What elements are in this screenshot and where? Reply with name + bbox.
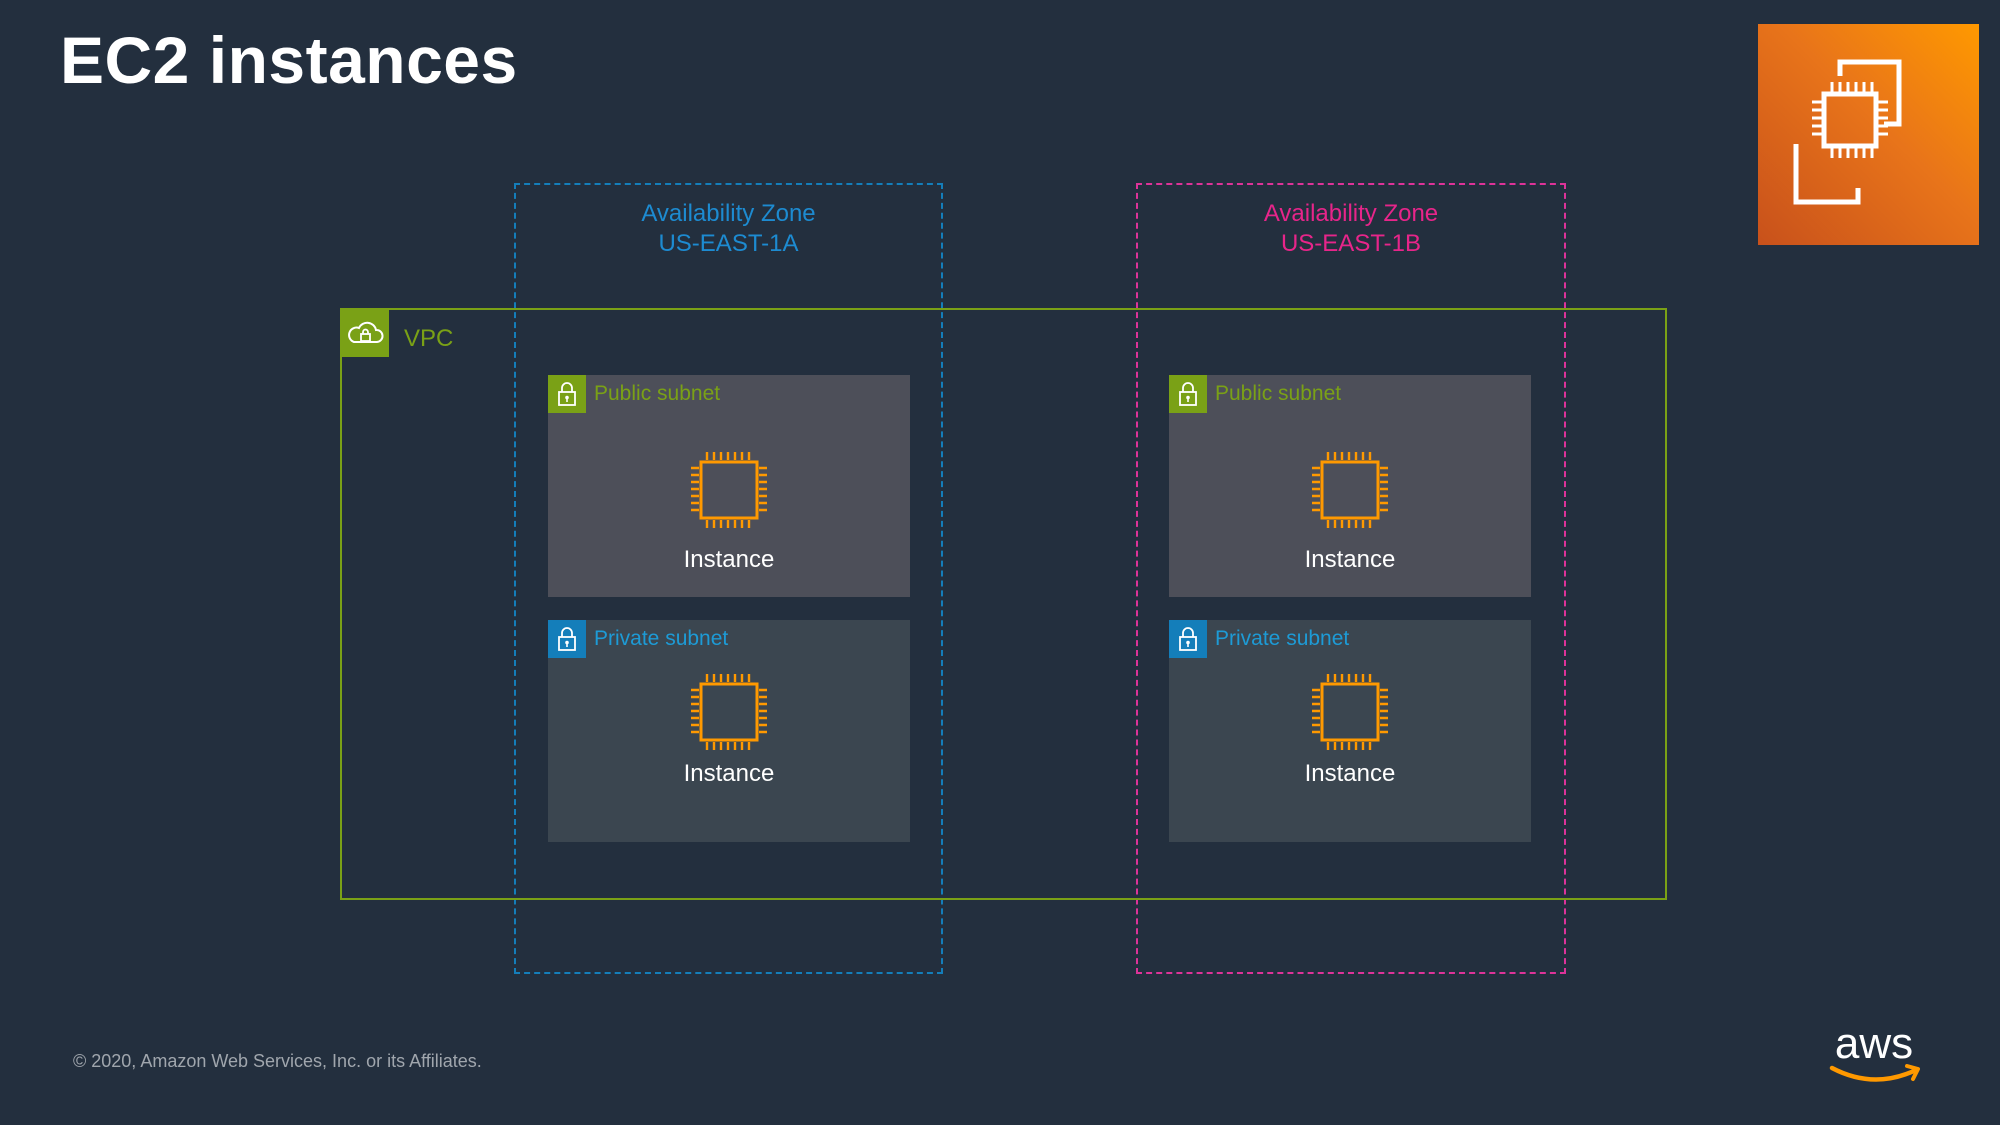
cpu-chip-icon [691,452,767,528]
subnet-label: Private subnet [1215,627,1350,650]
zone-a-name: US-EAST-1A [658,230,799,257]
availability-zone-a-label: Availability Zone US-EAST-1A [516,199,941,259]
aws-logo: aws [1829,1020,1920,1082]
lock-icon [1169,620,1207,658]
public-subnet-a: Public subnet Instance [548,375,910,597]
copyright-footer: © 2020, Amazon Web Services, Inc. or its… [73,1051,482,1071]
cpu-chip-icon [1312,452,1388,528]
instance-label: Instance [1304,760,1396,787]
private-subnet-a: Private subnet Instance [548,620,910,842]
vpc-label: VPC [404,325,454,352]
ec2-service-icon [1758,24,1979,245]
cloud-lock-icon [342,310,389,357]
subnet-label: Private subnet [594,627,729,650]
lock-icon [548,620,586,658]
private-subnet-b: Private subnet Instance [1169,620,1531,842]
zone-a-title: Availability Zone [641,200,816,227]
cpu-chip-icon [1312,674,1388,750]
aws-logo-text: aws [1835,1020,1913,1068]
cpu-chip-icon [691,674,767,750]
instance-label: Instance [683,546,775,573]
instance-label: Instance [1304,546,1396,573]
availability-zone-b: Availability Zone US-EAST-1B [1136,183,1566,974]
zone-b-name: US-EAST-1B [1280,230,1422,257]
subnet-label: Public subnet [1215,382,1342,405]
subnet-label: Public subnet [594,382,721,405]
lock-icon [548,375,586,413]
lock-icon [1169,375,1207,413]
instance-label: Instance [683,760,775,787]
vpc-container: VPC [340,308,1667,900]
availability-zone-b-label: Availability Zone US-EAST-1B [1138,199,1564,259]
zone-b-title: Availability Zone [1263,200,1439,227]
availability-zone-a: Availability Zone US-EAST-1A [514,183,943,974]
page-title: EC2 instances [60,23,518,97]
public-subnet-b: Public subnet Instance [1169,375,1531,597]
